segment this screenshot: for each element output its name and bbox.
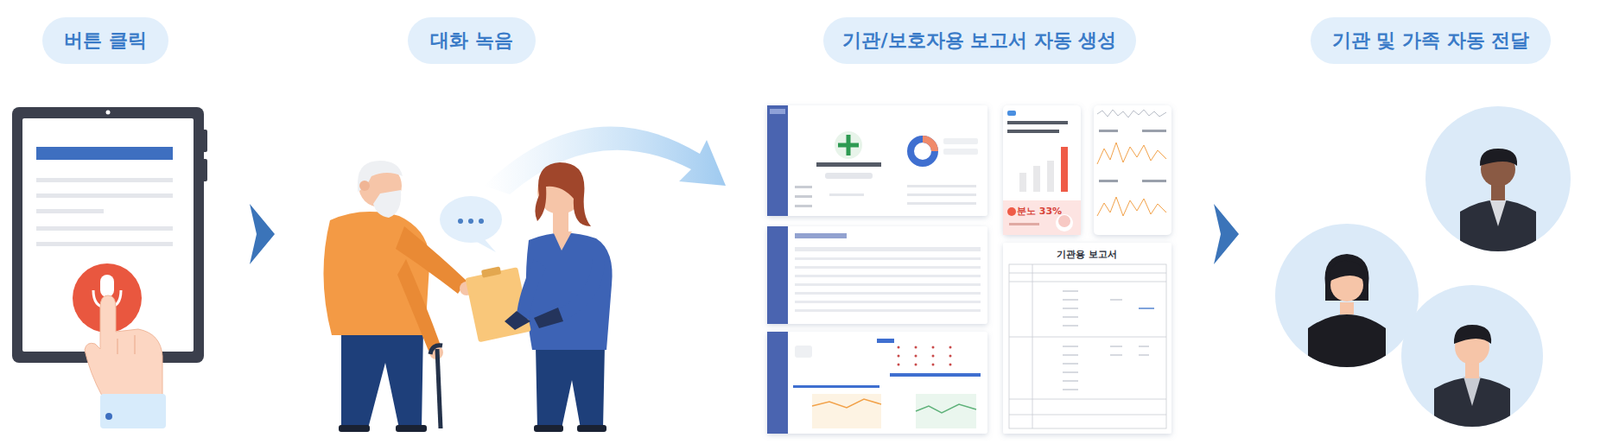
stage-title: 기관/보호자용 보고서 자동 생성 xyxy=(842,27,1117,54)
speech-bubble xyxy=(439,196,502,253)
recipients xyxy=(1275,106,1571,432)
stage-title: 대화 녹음 xyxy=(430,27,514,54)
report-title: 기관용 보고서 xyxy=(1056,247,1118,261)
emotion-stat: 분노 33% xyxy=(1016,204,1062,218)
stage-title: 버튼 클릭 xyxy=(63,27,147,54)
caregiver xyxy=(463,162,612,432)
flow-swoosh xyxy=(483,126,726,195)
report-screens xyxy=(767,105,1172,434)
stage-pill: 대화 녹음 xyxy=(407,17,536,64)
stage-pill: 버튼 클릭 xyxy=(42,17,169,64)
stage-title: 기관 및 가족 자동 전달 xyxy=(1332,27,1531,54)
stage-pill: 기관/보호자용 보고서 자동 생성 xyxy=(823,17,1137,64)
step-arrow xyxy=(1213,203,1239,265)
elderly-man xyxy=(323,160,474,432)
tablet-icon xyxy=(12,107,208,429)
step-arrow xyxy=(249,203,275,265)
stage-pill: 기관 및 가족 자동 전달 xyxy=(1310,17,1551,64)
